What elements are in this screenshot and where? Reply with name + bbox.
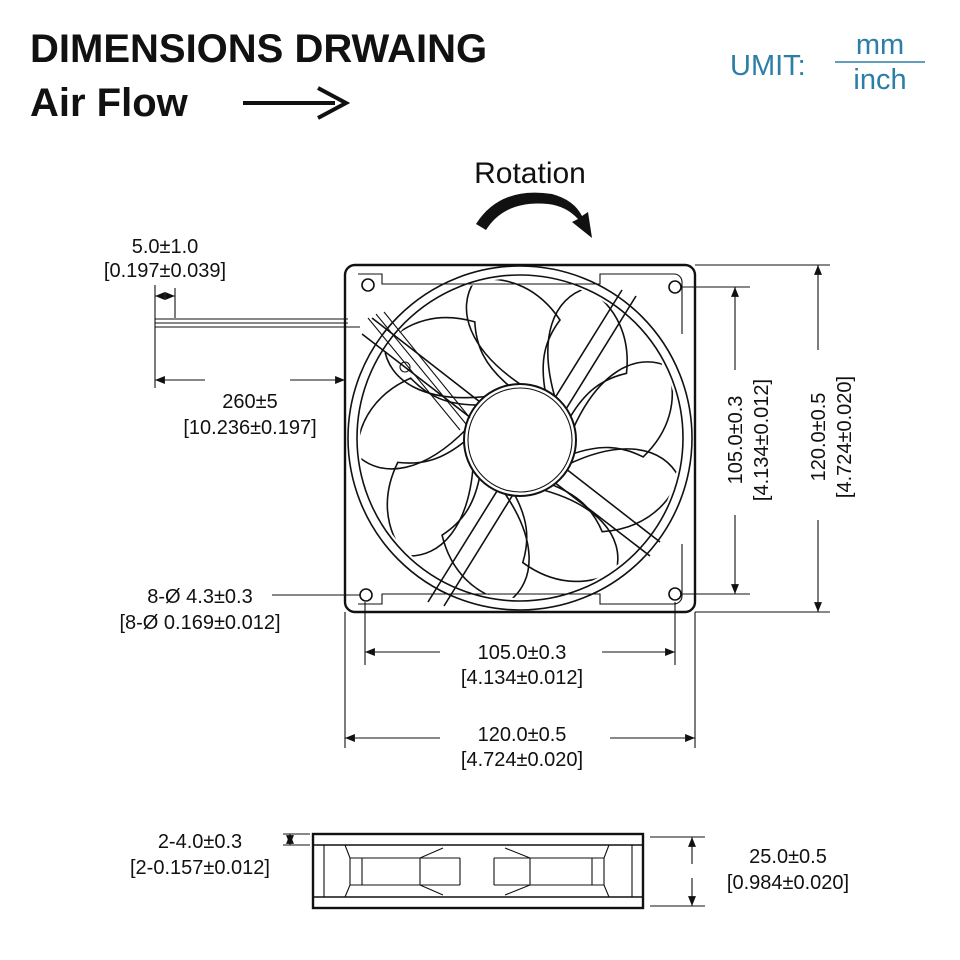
height-mm: 120.0±0.5 (808, 393, 830, 482)
hole-spacing-v-in: [4.134±0.012] (751, 379, 773, 501)
hole-spacing-v-mm: 105.0±0.3 (725, 396, 747, 485)
fan-blade (571, 361, 674, 458)
unit-mm: mm (856, 29, 904, 61)
hole-diameter-in: [8-Ø 0.169±0.012] (119, 612, 280, 634)
height-in: [4.724±0.020] (834, 376, 856, 498)
fan-blade (512, 487, 619, 583)
hole-spacing-h-in: [4.134±0.012] (461, 667, 583, 689)
flange-thickness-mm: 2-4.0±0.3 (158, 831, 242, 853)
mount-hole (359, 588, 373, 602)
unit-label: UMIT: (730, 50, 806, 82)
lead-length-mm: 260±5 (222, 391, 277, 413)
airflow-arrow-icon (243, 86, 351, 120)
fan-blade (441, 474, 530, 598)
lead-strip-in: [0.197±0.039] (104, 260, 226, 282)
mount-hole (361, 278, 375, 292)
hole-spacing-h-mm: 105.0±0.3 (478, 642, 567, 664)
lead-strip-mm: 5.0±1.0 (132, 236, 199, 258)
depth-mm: 25.0±0.5 (749, 846, 827, 868)
unit-inch: inch (853, 64, 906, 96)
rotation-label: Rotation (474, 157, 586, 190)
airflow-label: Air Flow (30, 81, 189, 125)
hole-diameter-mm: 8-Ø 4.3±0.3 (147, 586, 252, 608)
fan-blade (360, 377, 478, 470)
lead-length-in: [10.236±0.197] (183, 417, 316, 439)
fan-side-view (311, 832, 645, 910)
page-title: DIMENSIONS DRWAING (30, 27, 487, 71)
lead-wires (155, 318, 360, 328)
fan-blade (386, 439, 475, 557)
fan-blade (547, 287, 628, 418)
rotation-arrow-icon (476, 192, 592, 238)
flange-thickness-in: [2-0.157±0.012] (130, 857, 270, 879)
fan-blade (465, 278, 561, 391)
depth-in: [0.984±0.020] (727, 872, 849, 894)
width-in: [4.724±0.020] (461, 749, 583, 771)
fan-blade (383, 316, 509, 399)
fan-front-view (343, 263, 697, 614)
mount-hole (668, 280, 682, 294)
width-mm: 120.0±0.5 (478, 724, 567, 746)
mount-hole (668, 587, 682, 601)
